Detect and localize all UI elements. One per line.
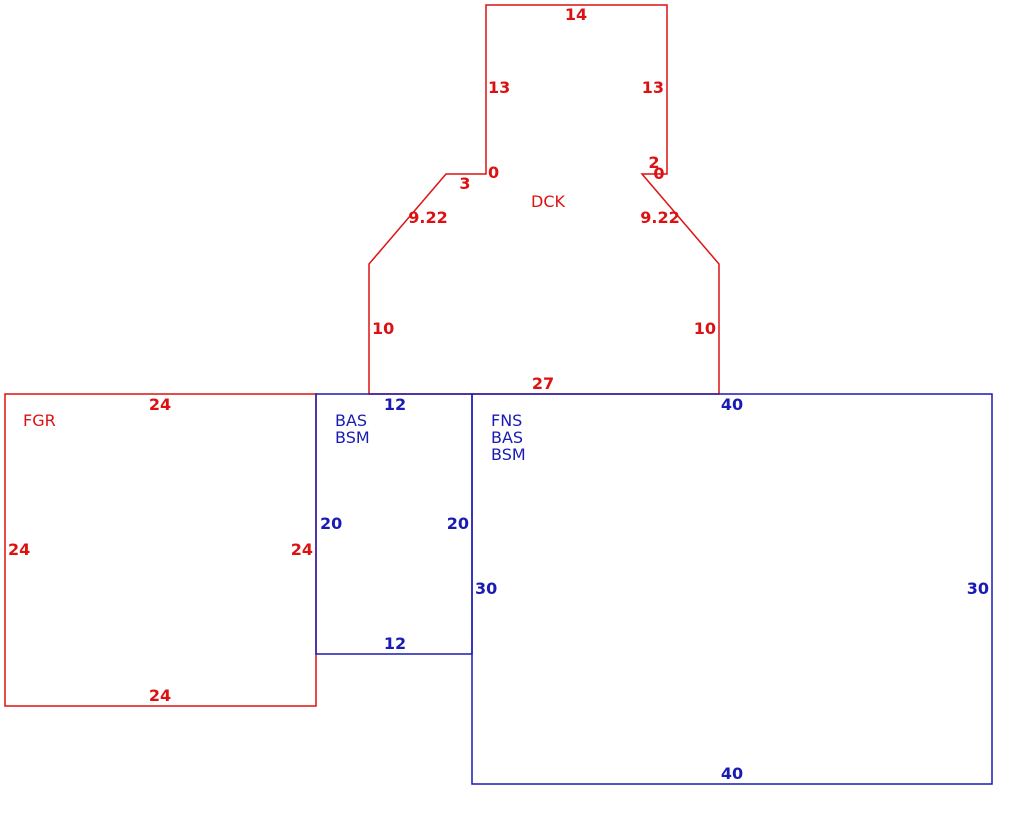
basement-right-dimension: 20 <box>447 514 469 533</box>
main-bottom-dimension: 40 <box>721 764 743 783</box>
deck-bottom-dimension: 27 <box>532 374 554 393</box>
main-code-1: FNS <box>491 411 522 430</box>
basement-code-1: BAS <box>335 411 367 430</box>
main-code-3: BSM <box>491 445 526 464</box>
deck-diag-left-dimension: 9.22 <box>408 208 447 227</box>
main-right-dimension: 30 <box>967 579 989 598</box>
deck-lower-right-dimension: 10 <box>694 319 716 338</box>
deck-top-dimension: 14 <box>565 5 587 24</box>
garage-right-dimension: 24 <box>291 540 313 559</box>
deck-notch-right-rise: 2 <box>648 153 659 172</box>
basement-bottom-dimension: 12 <box>384 634 406 653</box>
main-top-dimension: 40 <box>721 395 743 414</box>
deck-notch-left-run: 3 <box>459 174 470 193</box>
garage-outline <box>4 393 317 707</box>
basement-left-dimension: 20 <box>320 514 342 533</box>
deck-area-code: DCK <box>531 192 565 211</box>
deck-upper-right-dimension: 13 <box>642 78 664 97</box>
garage-area-code: FGR <box>23 411 56 430</box>
garage-bottom-dimension: 24 <box>149 686 171 705</box>
main-left-dimension: 30 <box>475 579 497 598</box>
main-code-2: BAS <box>491 428 523 447</box>
deck-diag-right-dimension: 9.22 <box>640 208 679 227</box>
deck-lower-left-dimension: 10 <box>372 319 394 338</box>
basement-top-dimension: 12 <box>384 395 406 414</box>
basement-code-2: BSM <box>335 428 370 447</box>
garage-top-dimension: 24 <box>149 395 171 414</box>
garage-left-dimension: 24 <box>8 540 30 559</box>
main-area-outline <box>471 393 993 785</box>
deck-upper-left-dimension: 13 <box>488 78 510 97</box>
deck-notch-left-zero: 0 <box>488 163 499 182</box>
deck-notch-right-zero: 0 <box>653 164 664 183</box>
